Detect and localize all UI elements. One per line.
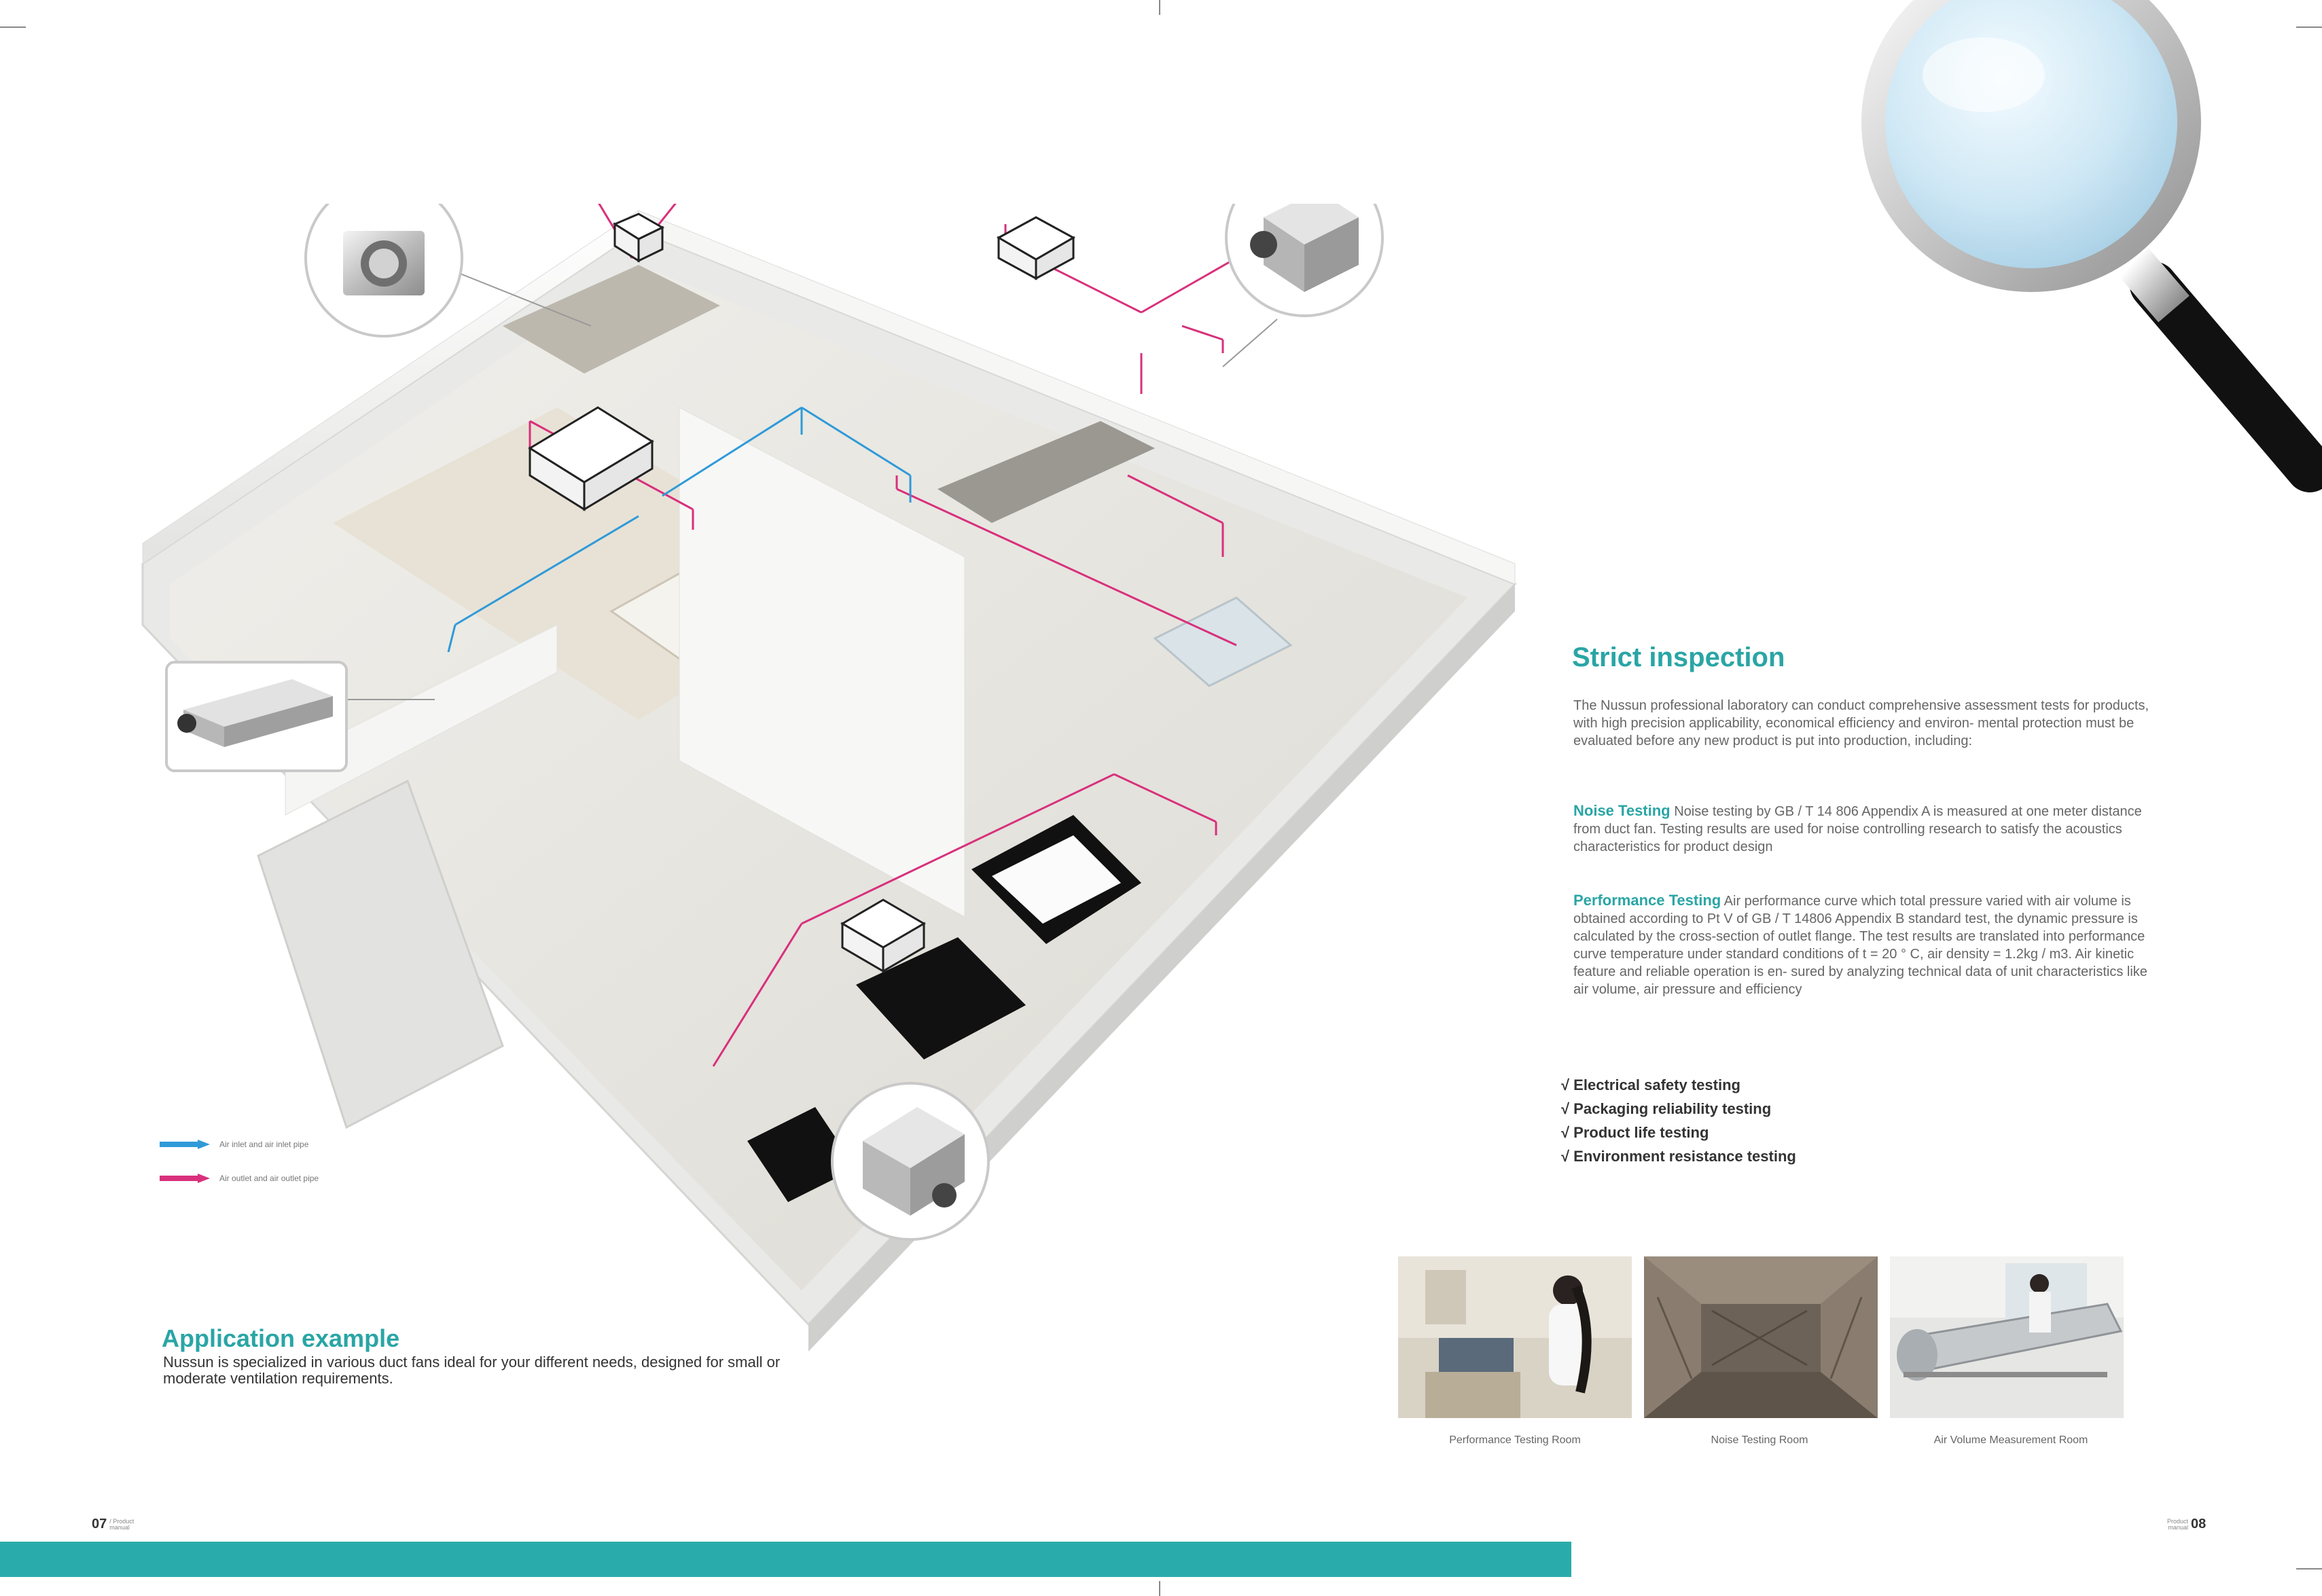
apartment-illustration [141,204,1517,1352]
inlet-ducts [447,406,912,653]
coffee-table [856,937,1026,1059]
footer-bar [0,1542,1571,1577]
blue-arrow-icon [160,1140,210,1149]
callout-duct-fan-top-right [1222,204,1384,367]
pink-arrow-icon [160,1174,210,1183]
legend-inlet: Air inlet and air inlet pipe [160,1140,308,1149]
performance-testing-paragraph: Performance Testing Air performance curv… [1573,892,2156,998]
page-label-line: manual [2168,1523,2189,1531]
performance-testing-heading: Performance Testing [1573,892,1721,909]
interior-wall [679,407,965,918]
fan-unit-bedroom [528,406,654,511]
balcony [257,779,504,1129]
page-label-line: / Product [109,1517,135,1525]
page-number-left: 07 / Product manual [92,1517,134,1532]
strict-inspection-title: Strict inspection [1572,642,1785,672]
testing-checklist: √ Electrical safety testing √ Packaging … [1561,1073,1796,1168]
photo-air-volume-measurement-room [1890,1256,2124,1418]
legend-inlet-label: Air inlet and air inlet pipe [219,1140,309,1149]
lab-photo [1890,1256,2124,1418]
lab-photo [1644,1256,1878,1418]
page-label: Product manual [2167,1517,2189,1531]
legend-outlet-label: Air outlet and air outlet pipe [219,1174,319,1183]
page-label-line: manual [109,1523,130,1531]
noise-testing-text: Noise testing by GB / T 14 806 Appendix … [1573,804,2142,854]
photo-performance-testing-room [1398,1256,1632,1418]
crop-mark [1159,1581,1160,1596]
page-number: 08 [2191,1517,2207,1531]
intro-paragraph: The Nussun professional laboratory can c… [1573,698,2149,748]
sofa-cushion [992,835,1121,924]
fan-unit-bathroom [612,213,665,263]
caption-air-volume-measurement-room: Air Volume Measurement Room [1933,1434,2088,1446]
caption-noise-testing-room: Noise Testing Room [1711,1434,1808,1446]
crop-mark [2296,26,2322,28]
callout-duct-fan-top-left [304,204,592,338]
page-number: 07 [92,1517,107,1531]
application-description: Nussun is specialized in various duct fa… [163,1354,781,1387]
callout-recovery-unit [165,661,435,772]
application-title: Application example [162,1324,400,1352]
page-number-right: Product manual 08 [2167,1517,2206,1532]
lab-photo [1398,1256,1632,1418]
noise-testing-paragraph: Noise Testing Noise testing by GB / T 14… [1573,802,2156,856]
page-label-line: Product [2167,1517,2189,1525]
sofa [747,1107,856,1202]
noise-testing-heading: Noise Testing [1573,802,1671,819]
fan-unit-kitchen [996,216,1076,280]
photo-noise-testing-room [1644,1256,1878,1418]
fan-unit-living [840,899,926,973]
checklist-item: √ Environment resistance testing [1561,1148,1796,1165]
bathroom-floor [503,265,720,374]
crop-mark [2296,1568,2322,1570]
checklist-item: √ Product life testing [1561,1124,1709,1141]
caption-performance-testing-room: Performance Testing Room [1449,1434,1581,1446]
crop-mark [0,26,26,28]
callout-inline-fan [831,1082,990,1241]
checklist-item: √ Packaging reliability testing [1561,1100,1772,1117]
performance-testing-text: Air performance curve which total pressu… [1573,894,2147,997]
interior-wall [285,624,558,816]
legend-outlet: Air outlet and air outlet pipe [160,1174,319,1183]
checklist-item: √ Electrical safety testing [1561,1076,1740,1093]
page-label: / Product manual [109,1517,135,1531]
crop-mark [1159,0,1160,15]
kitchen-counter [937,421,1155,523]
dining-table [1153,596,1293,687]
magnifying-glass-icon [1861,0,2322,492]
